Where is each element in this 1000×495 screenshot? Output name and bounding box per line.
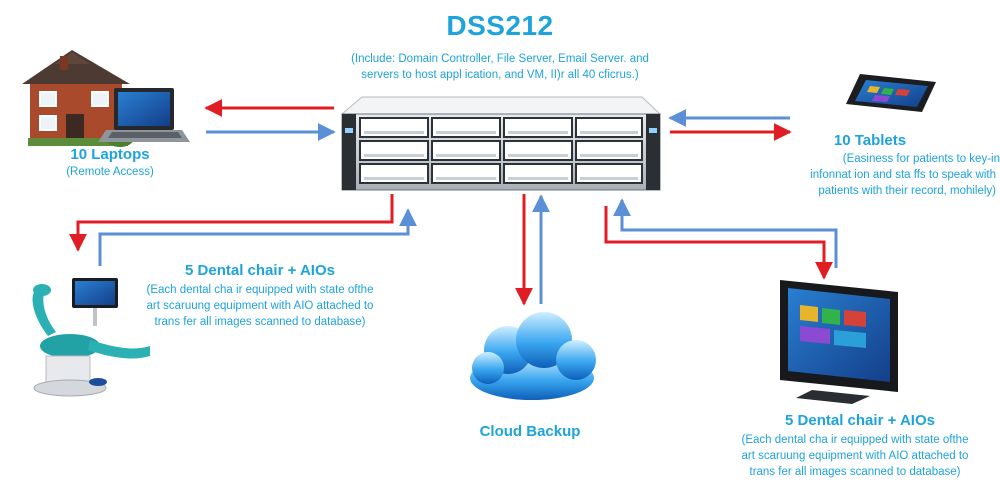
dental-right-label: 5 Dental chair + AIOs [785, 412, 935, 429]
dental-chair-icon [32, 278, 150, 397]
laptop-icon [98, 88, 190, 142]
arrow-server-to-dental-right [604, 206, 833, 280]
tablets-note-line3: patients with their record, mohilely) [818, 185, 996, 197]
dental-right-note-line3: trans fer all images scanned to database… [749, 466, 961, 478]
laptops-label: 10 Laptops [70, 146, 150, 163]
cloud-icon [470, 312, 596, 400]
arrow-dental-right-to-server [613, 198, 838, 268]
tablets-note-line1: (Easiness for patients to key-in [842, 153, 1000, 165]
arrow-server-to-dental-left [69, 194, 394, 252]
tablets-note-line2: infonnat ion and sta ffs to speak with [810, 169, 996, 181]
cloud-label: Cloud Backup [479, 423, 581, 440]
dental-left-note-line3: trans fer all images scanned to database… [154, 316, 366, 328]
dental-left-note-line1: (Each dental cha ir equipped with state … [146, 284, 374, 296]
dental-left-note-line2: art scaruung equipment with AIO attached… [146, 300, 374, 312]
laptops-note: (Remote Access) [66, 166, 154, 178]
all-in-one-pc-icon [780, 280, 898, 404]
tablets-label: 10 Tablets [833, 132, 907, 149]
server-title: DSS212 [446, 10, 554, 41]
arrow-dental-left-to-server [98, 208, 417, 266]
dental-right-note-line2: art scaruung equipment with AIO attached… [741, 450, 969, 462]
dental-left-label: 5 Dental chair + AIOs [185, 262, 335, 279]
dental-right-note-line1: (Each dental cha ir equipped with state … [741, 434, 969, 446]
tablet-icon [846, 74, 936, 112]
server-description-line1: (Include: Domain Controller, File Server… [351, 53, 649, 65]
server-rack-icon [340, 96, 662, 191]
server-description-line2: servers to host appl ication, and VM, II… [361, 69, 639, 81]
